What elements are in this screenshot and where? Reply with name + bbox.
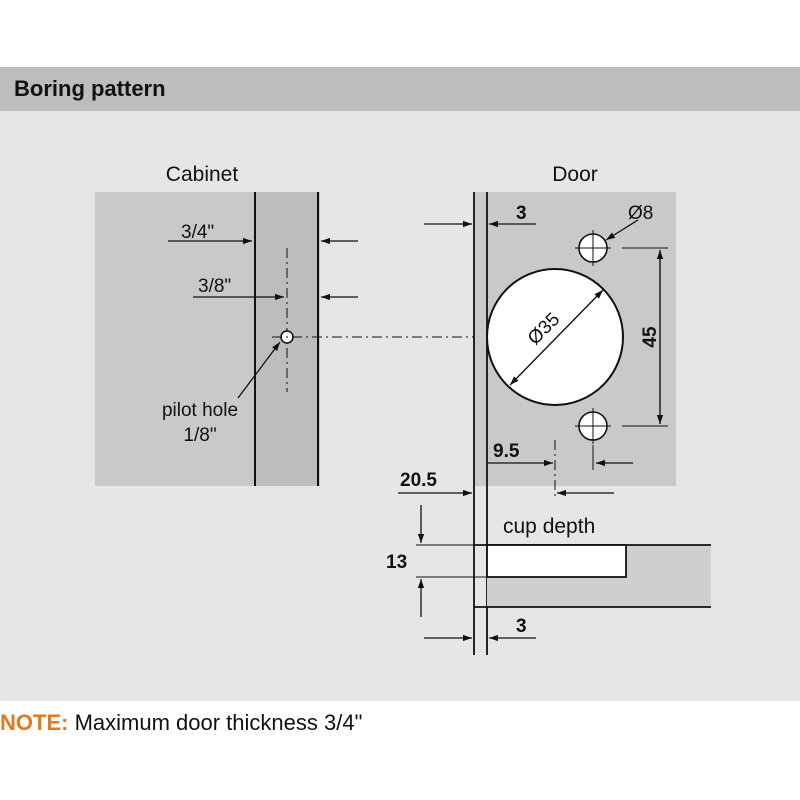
cup-depth-label: cup depth bbox=[503, 515, 595, 538]
cabinet-group: Cabinet 3/4" 3/8" pilot hole 1/8" bbox=[95, 163, 358, 486]
header-bar bbox=[0, 67, 800, 111]
pilot-hole-leader bbox=[237, 341, 281, 399]
cup-depth-pocket bbox=[486, 544, 627, 578]
door-group: Door Ø35 Ø8 45 3 9.5 20.5 bbox=[386, 163, 711, 655]
note: NOTE: Maximum door thickness 3/4" bbox=[0, 710, 362, 736]
note-text: Maximum door thickness 3/4" bbox=[74, 710, 363, 735]
door-label: Door bbox=[552, 163, 598, 186]
dim-d8-leader bbox=[605, 219, 639, 241]
cabinet-label: Cabinet bbox=[166, 163, 239, 186]
dim-bottom-3-label: 3 bbox=[516, 616, 527, 637]
cup-hole bbox=[486, 268, 624, 406]
dim-45-label: 45 bbox=[640, 326, 661, 348]
pilot-hole-size-label: 1/8" bbox=[183, 425, 216, 446]
pilot-hole-label: pilot hole bbox=[162, 400, 238, 421]
section-title: Boring pattern bbox=[14, 76, 166, 101]
dim-20-5-label: 20.5 bbox=[400, 470, 437, 491]
dim-top-3-label: 3 bbox=[516, 203, 527, 224]
dim-d8-label: Ø8 bbox=[628, 203, 653, 224]
dim-cab-3-4-label: 3/4" bbox=[181, 222, 214, 243]
dim-d35-line bbox=[509, 289, 604, 386]
dim-13-label: 13 bbox=[386, 552, 407, 573]
note-label: NOTE: bbox=[0, 710, 69, 735]
dim-9-5-label: 9.5 bbox=[493, 441, 520, 462]
dim-cab-3-8-label: 3/8" bbox=[198, 276, 231, 297]
